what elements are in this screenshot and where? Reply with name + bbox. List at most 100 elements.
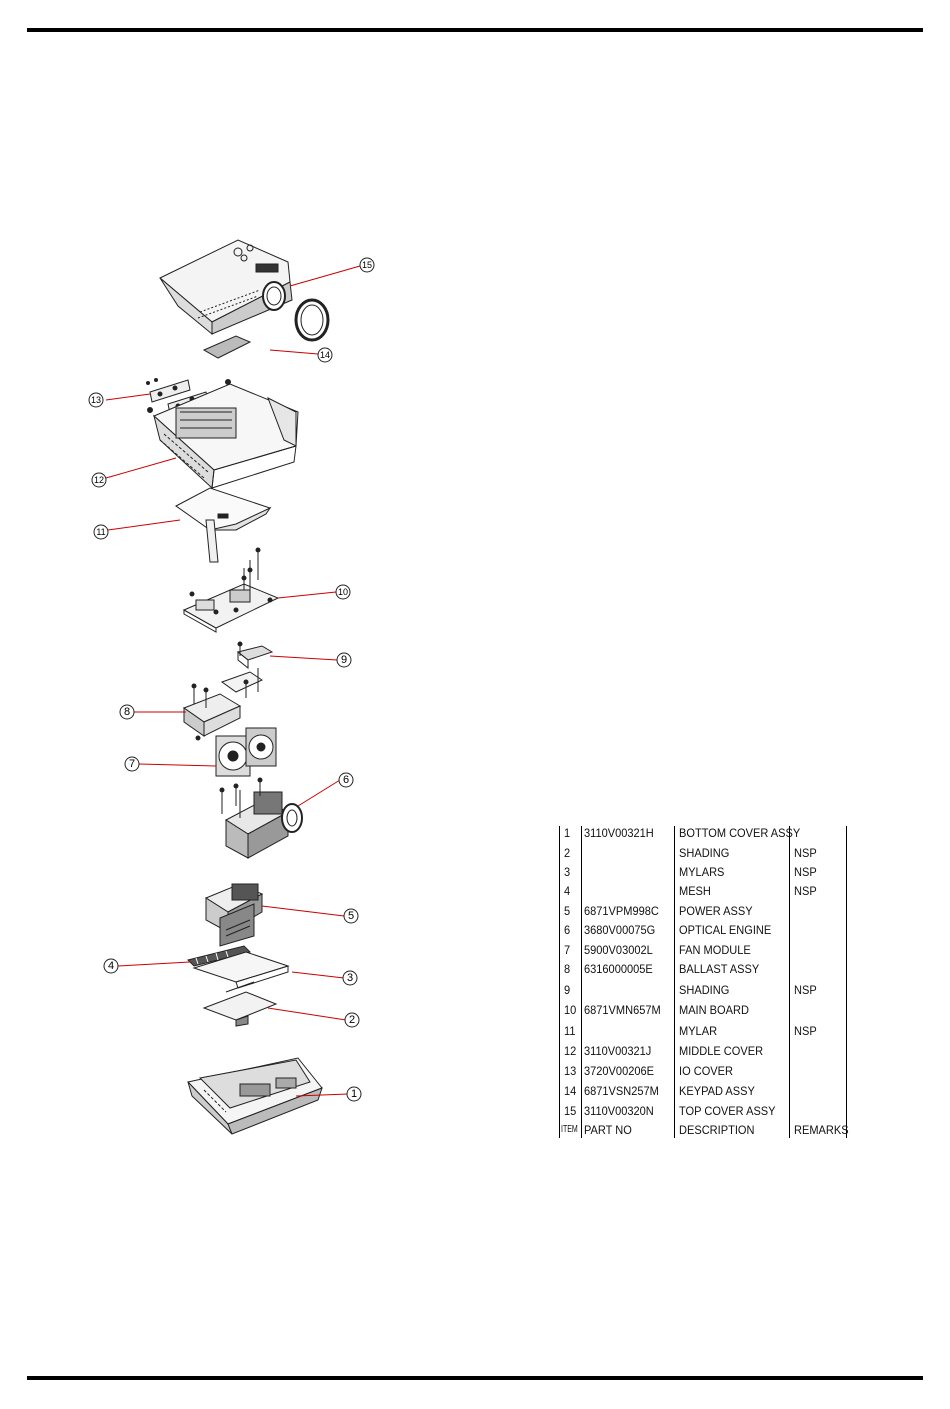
power-assy-part <box>204 883 264 947</box>
table-header-description: DESCRIPTION <box>679 1123 755 1137</box>
mylar-part <box>175 487 272 563</box>
callout-9 <box>336 652 352 668</box>
callout-12-label: 12 <box>94 475 104 485</box>
callout-5-label: 5 <box>348 910 354 922</box>
table-cell-part-no: 5900V03002L <box>584 943 653 957</box>
callout-10 <box>335 584 351 600</box>
table-divider <box>559 826 560 1138</box>
top-cover-assy-part <box>159 239 293 336</box>
callout-8 <box>119 704 135 720</box>
table-cell-description: SHADING <box>679 846 730 860</box>
callout-13-label: 13 <box>91 395 101 405</box>
table-cell-description: MYLARS <box>679 865 725 879</box>
ballast-assy-part <box>182 668 264 741</box>
main-board-part <box>182 547 280 633</box>
callout-13 <box>88 392 104 408</box>
table-cell-remarks: NSP <box>794 983 817 997</box>
callout-12 <box>91 472 107 488</box>
callout-7-label: 7 <box>129 758 135 770</box>
table-cell-item: 3 <box>564 865 571 879</box>
table-cell-part-no: 6871VPM998C <box>584 904 659 918</box>
table-cell-description: BALLAST ASSY <box>679 962 760 976</box>
table-cell-item: 13 <box>564 1064 577 1078</box>
top-rule <box>27 28 923 32</box>
callout-5 <box>343 908 359 924</box>
table-cell-description: MYLAR <box>679 1024 718 1038</box>
table-cell-item: 6 <box>564 923 571 937</box>
callout-1 <box>346 1086 362 1102</box>
table-header-remarks: REMARKS <box>794 1123 849 1137</box>
table-divider <box>674 826 675 1138</box>
callout-9-label: 9 <box>341 654 347 666</box>
table-cell-item: 1 <box>564 826 571 840</box>
table-cell-description: SHADING <box>679 983 730 997</box>
callout-2-label: 2 <box>349 1014 355 1026</box>
table-cell-item: 14 <box>564 1084 577 1098</box>
table-cell-remarks: NSP <box>794 1024 817 1038</box>
mesh-part <box>187 945 251 967</box>
table-cell-remarks: NSP <box>794 846 817 860</box>
table-cell-description: TOP COVER ASSY <box>679 1104 776 1118</box>
table-cell-part-no: 6871VSN257M <box>584 1084 659 1098</box>
table-cell-description: KEYPAD ASSY <box>679 1084 755 1098</box>
callout-11-label: 11 <box>96 527 105 537</box>
keypad-assy-part <box>202 335 252 359</box>
callout-10-label: 10 <box>338 587 348 597</box>
callout-8-label: 8 <box>124 706 130 718</box>
lens-ring-part <box>294 298 330 342</box>
table-cell-description: MAIN BOARD <box>679 1003 749 1017</box>
callout-14-label: 14 <box>320 350 330 360</box>
table-cell-description: MESH <box>679 884 711 898</box>
callout-4 <box>103 958 119 974</box>
table-cell-part-no: 3110V00320N <box>584 1104 654 1118</box>
table-divider <box>581 826 582 1138</box>
table-cell-item: 7 <box>564 943 571 957</box>
table-cell-description: IO COVER <box>679 1064 733 1078</box>
table-cell-part-no: 6316000005E <box>584 962 653 976</box>
table-cell-remarks: NSP <box>794 865 817 879</box>
callout-1-label: 1 <box>351 1088 357 1100</box>
table-cell-item: 15 <box>564 1104 577 1118</box>
table-cell-description: POWER ASSY <box>679 904 753 918</box>
table-cell-item: 11 <box>564 1024 576 1038</box>
callout-7 <box>124 756 140 772</box>
table-cell-part-no: 3720V00206E <box>584 1064 654 1078</box>
table-cell-item: 8 <box>564 962 571 976</box>
table-divider <box>846 826 847 1138</box>
callout-14 <box>317 347 333 363</box>
callout-3-label: 3 <box>347 972 353 984</box>
table-cell-item: 9 <box>564 983 571 997</box>
table-cell-part-no: 6871VMN657M <box>584 1003 661 1017</box>
shading-upper-part <box>236 641 274 670</box>
mylars-part <box>192 951 290 989</box>
table-cell-description: OPTICAL ENGINE <box>679 923 772 937</box>
middle-cover-part <box>147 379 299 490</box>
table-header-item: ITEM <box>561 1124 578 1135</box>
callout-15 <box>359 257 375 273</box>
callout-6-label: 6 <box>343 774 349 786</box>
callout-3 <box>342 970 358 986</box>
table-cell-item: 10 <box>564 1003 577 1017</box>
bottom-cover-assy-part <box>187 1057 323 1135</box>
shading-lower-part <box>202 981 278 1027</box>
callout-6 <box>338 772 354 788</box>
table-cell-item: 2 <box>564 846 571 860</box>
table-cell-description: MIDDLE COVER <box>679 1044 764 1058</box>
table-cell-part-no: 3110V00321H <box>584 826 654 840</box>
fan-module-part <box>215 727 277 777</box>
table-cell-part-no: 3110V00321J <box>584 1044 652 1058</box>
callout-4-label: 4 <box>108 960 114 972</box>
bottom-rule <box>27 1376 923 1380</box>
callout-11 <box>93 524 109 540</box>
callout-15-label: 15 <box>362 260 372 270</box>
table-cell-remarks: NSP <box>794 884 817 898</box>
table-cell-item: 4 <box>564 884 571 898</box>
table-cell-part-no: 3680V00075G <box>584 923 656 937</box>
optical-engine-part <box>219 777 303 859</box>
table-cell-item: 12 <box>564 1044 577 1058</box>
table-header-part-no: PART NO <box>584 1123 632 1137</box>
table-cell-description: FAN MODULE <box>679 943 751 957</box>
table-cell-description: BOTTOM COVER ASSY <box>679 826 801 840</box>
